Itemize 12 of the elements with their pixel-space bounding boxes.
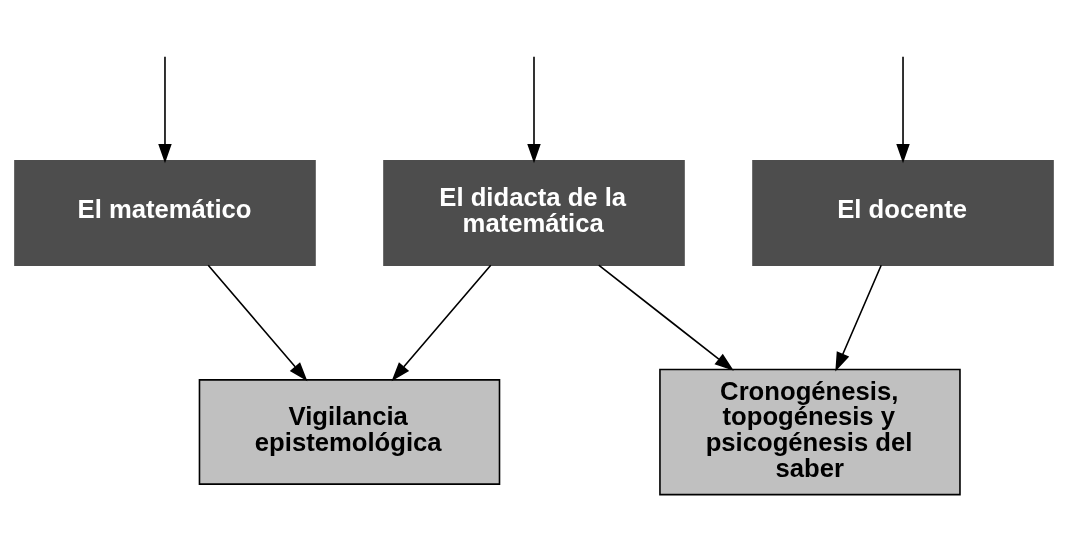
node-box: Vigilancia epistemológica xyxy=(198,379,501,485)
arrow xyxy=(207,264,308,382)
arrow xyxy=(597,264,734,371)
arrow xyxy=(835,264,882,372)
node-box: El didacta de la matemática xyxy=(383,160,685,266)
node-box: El docente xyxy=(752,160,1054,266)
arrow xyxy=(527,55,541,164)
arrow xyxy=(158,55,172,164)
node-box: Cronogénesis, topogénesis y psicogénesis del saber xyxy=(659,368,961,496)
node-box: El matemático xyxy=(14,160,316,266)
arrow xyxy=(391,264,492,382)
arrow xyxy=(896,55,910,164)
